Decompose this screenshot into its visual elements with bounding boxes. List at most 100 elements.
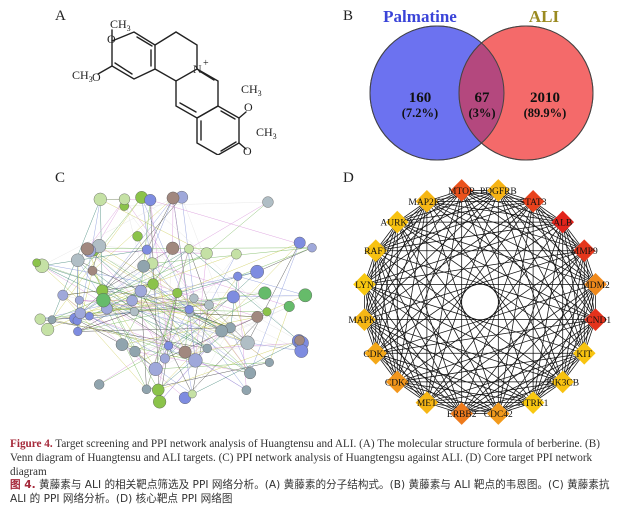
core-node-label: KIT [576,350,592,360]
ppi-node [178,345,192,359]
core-node-marker [353,308,376,331]
core-edge [375,250,596,321]
core-edge [364,190,462,285]
core-edge [396,221,463,414]
ppi-node [148,362,163,376]
core-node-marker [415,391,439,414]
ppi-edge [155,362,270,370]
core-edge [364,319,462,414]
ppi-edge [122,327,231,345]
methyl-right1-label: CH3 [241,82,262,98]
ppi-node [153,395,167,409]
core-edge [375,250,463,414]
ppi-node [166,241,180,255]
core-node-label: CDC42 [484,410,513,420]
ppi-edge [124,205,195,299]
ppi-edge [141,197,300,342]
core-edge [461,190,585,354]
ppi-edge [89,250,141,292]
ppi-node [233,271,243,281]
core-edge [364,284,428,403]
venn-overlap-pct: (3%) [468,106,495,120]
core-edge [562,221,596,320]
panel-b-letter: B [343,8,354,24]
core-edge [426,200,563,223]
ppi-node [184,244,194,254]
core-edge [426,200,585,252]
core-edge [397,381,499,414]
ppi-node [147,278,159,290]
ppi-edge [189,312,258,318]
core-edge [426,201,564,383]
ppi-edge [102,290,208,349]
core-node-label: AURKA [380,219,414,229]
ppi-edge [158,242,300,391]
core-node-cdc42: CDC42 [484,402,513,425]
ppi-edge [121,248,173,345]
ppi-node [240,335,255,350]
core-edge [426,201,499,414]
ppi-edge [158,345,169,390]
ppi-network-full [32,190,317,409]
core-node-label: NTRK1 [518,399,549,409]
ppi-node [74,295,84,305]
ppi-edge [192,304,210,395]
ppi-node [73,326,83,337]
ppi-edge [177,242,300,294]
core-edge [375,200,534,252]
core-edge [364,283,585,354]
core-edge [364,190,462,320]
ppi-edge [87,247,313,250]
ppi-node [258,286,272,300]
core-edge [562,284,596,383]
core-edge [397,221,585,354]
core-edge [364,319,499,414]
core-node-mapk8: MAPK8 [348,308,381,331]
venn-left-pct: (7.2%) [402,106,438,120]
ppi-edge [41,249,147,267]
caption-chinese: 图 4. 黄藤素与 ALI 的相关靶点筛选及 PPI 网络分析。(A) 黄藤素的… [10,479,620,507]
core-edge [397,221,596,321]
ppi-edge [257,316,299,342]
core-edge [364,319,428,403]
core-node-marker [572,341,596,365]
ppi-node [200,247,213,260]
ppi-edge [41,197,174,267]
ppi-node [85,311,94,321]
core-edge [461,352,585,414]
ppi-node [294,335,305,346]
ppi-edge [134,330,222,352]
core-edge [461,381,563,414]
ppi-node [283,300,295,312]
core-node-label: MDM2 [581,281,610,291]
core-edge [375,250,563,383]
core-node-mdm2: MDM2 [581,273,610,296]
ppi-edge [74,266,144,319]
core-node-label: ERBB2 [447,410,477,420]
core-node-aurka: AURKA [380,210,414,234]
ppi-node [293,236,306,249]
core-node-kit: KIT [572,341,596,365]
core-node-mtor: MTOR [448,179,476,202]
oxygen-left-label: O [92,70,101,84]
core-edge [397,381,534,404]
ppi-node [163,341,174,351]
ppi-node [118,193,131,205]
venn-overlap-region [459,26,504,160]
figure-caption: Figure 4. Target screening and PPI netwo… [10,438,620,507]
core-edge [532,201,585,354]
core-node-label: MAP2K1 [408,198,445,208]
ppi-node [307,243,317,253]
core-edge [375,352,462,414]
ppi-node [231,248,242,260]
ppi-edge [155,306,290,370]
ppi-node [96,293,111,308]
ppi-edge [152,283,251,374]
ppi-edge [89,250,208,349]
ppi-node [215,324,228,338]
core-edge [364,190,499,320]
ppi-node [94,379,105,390]
core-node-marker [584,308,607,331]
ppi-edge [87,199,125,249]
ppi-node [129,345,141,358]
